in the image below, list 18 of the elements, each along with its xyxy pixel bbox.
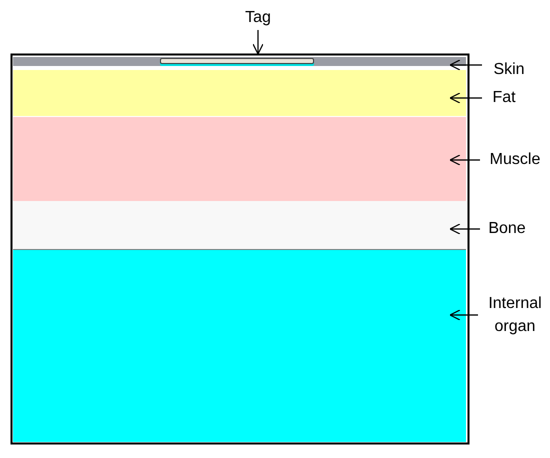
fat-layer [13, 70, 466, 116]
fat-label: Fat [484, 86, 524, 109]
leader-arrow [449, 223, 480, 235]
muscle-layer [13, 117, 466, 201]
skin-label: Skin [484, 58, 534, 81]
bone-layer [13, 201, 466, 250]
leader-arrow [449, 59, 482, 71]
muscle-label: Muscle [482, 148, 548, 171]
tag-label: Tag [238, 6, 278, 29]
leader-arrow [449, 154, 480, 166]
internal-organ-layer [13, 250, 466, 442]
internal-organ-label: Internal organ [480, 292, 550, 338]
skin-layer [13, 57, 466, 66]
tag-strip [160, 58, 314, 64]
bone-label: Bone [482, 217, 532, 240]
leader-arrow [252, 30, 264, 55]
leader-arrow [449, 92, 482, 104]
leader-arrow [449, 309, 478, 321]
